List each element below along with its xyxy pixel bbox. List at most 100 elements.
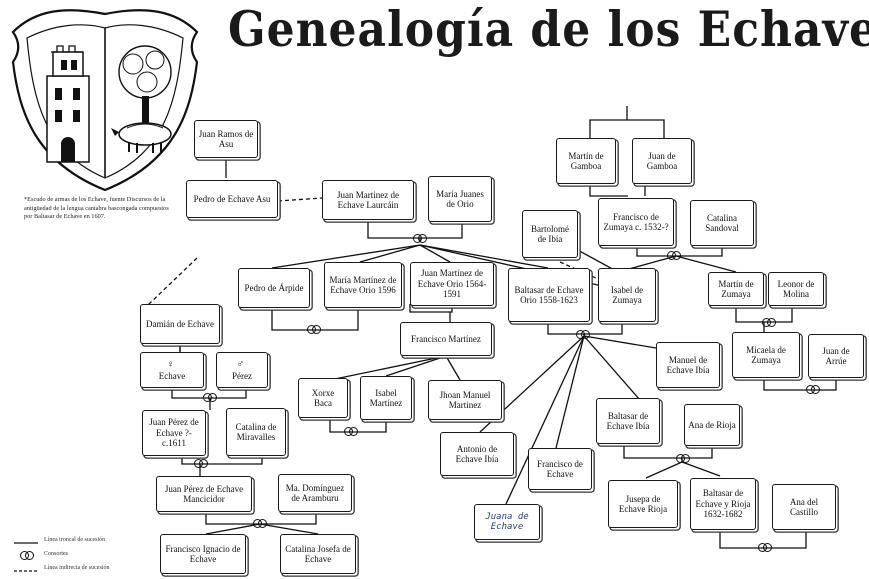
dashed-line-icon (14, 570, 38, 572)
person-echave-female[interactable]: ♀Echave (140, 352, 204, 388)
person-bartolome-de-ibia[interactable]: Bartolomé de Ibía (522, 210, 578, 258)
legend-label: Línea indirecta de sucesión (44, 565, 110, 571)
consorts-symbol-icon (194, 459, 208, 468)
consorts-symbol-icon (413, 234, 427, 243)
person-juan-ramos-de-asu[interactable]: Juan Ramos de Asu (194, 120, 258, 158)
person-juan-martinez-laurcain[interactable]: Juan Martinez de Echave Laurcáin (322, 180, 414, 220)
person-name: Baltasar de Echave Ibía (606, 410, 650, 431)
person-baltasar-de-echave-y-rioja[interactable]: Baltasar de Echave y Rioja 1632-1682 (690, 478, 756, 530)
person-name: Ana de Rioja (688, 419, 736, 430)
legend-label: Línea troncal de sucesión (44, 537, 106, 543)
person-antonio-de-echave-ibia[interactable]: Antonio de Echave Ibía (440, 432, 514, 476)
consorts-symbol-icon (667, 251, 681, 260)
legend-trunk-line: Línea troncal de sucesión (8, 536, 168, 550)
person-ana-del-castillo[interactable]: Ana del Castillo (772, 484, 836, 530)
person-name: María Juanes de Orio (436, 188, 484, 209)
person-francisco-de-echave[interactable]: Francisco de Echave (528, 448, 592, 490)
person-name: Catalina Josefa de Echave (285, 543, 351, 564)
consorts-symbol-icon (307, 325, 321, 334)
person-juan-de-arrue[interactable]: Juan de Arrúe (808, 334, 864, 378)
person-name: Francisco de Zumaya c. 1532-? (603, 211, 669, 232)
person-name: Francisco Ignacio de Echave (165, 543, 241, 564)
legend-consorts: Consortes (8, 550, 168, 564)
person-manuel-de-echave-ibia[interactable]: Manuel de Echave Ibía (656, 342, 720, 388)
person-name: Juan de Gamboa (646, 150, 678, 171)
person-name: Antonio de Echave Ibía (455, 443, 499, 464)
person-juan-de-gamboa[interactable]: Juan de Gamboa (632, 138, 692, 184)
person-juan-perez-mancicidor[interactable]: Juan Pérez de Echave Mancicidor (156, 476, 252, 512)
person-catalina-josefa-de-echave[interactable]: Catalina Josefa de Echave (280, 534, 356, 574)
person-catalina-sandoval[interactable]: Catalina Sandoval (690, 200, 754, 246)
person-damian-de-echave[interactable]: Damián de Echave (140, 304, 220, 344)
person-name: Xorxe Baca (311, 387, 335, 408)
person-name: Ma. Domínguez de Aramburu (285, 482, 345, 503)
person-ana-de-rioja[interactable]: Ana de Rioja (684, 404, 740, 446)
person-name: Manuel de Echave Ibía (666, 354, 710, 375)
coat-of-arms-caption: *Escudo de armas de los Echave, fuente D… (24, 196, 169, 220)
person-name: Baltasar de Echave y Rioja 1632-1682 (695, 488, 751, 520)
person-juan-martinez-orio[interactable]: Juan Martínez de Echave Orio 1564-1591 (410, 262, 494, 306)
person-juan-perez-de-echave[interactable]: Juan Pérez de Echave ?-c.1611 (142, 410, 206, 456)
person-name: Francisco de Echave (537, 458, 583, 479)
person-name: Leonor de Molina (777, 278, 815, 299)
person-maria-juanes-de-orio[interactable]: María Juanes de Orio (428, 176, 492, 222)
person-name: Francisco Martínez (411, 333, 481, 344)
person-ma-dominguez-de-aramburu[interactable]: Ma. Domínguez de Aramburu (278, 474, 352, 512)
person-baltasar-echave-orio[interactable]: Baltasar de Echave Orio 1558-1623 (508, 268, 590, 322)
person-xorxe-baca[interactable]: Xorxe Baca (298, 378, 348, 418)
person-martin-de-zumaya[interactable]: Martín de Zumaya (708, 272, 764, 306)
consorts-symbol-icon (676, 454, 690, 463)
consorts-symbol-icon (20, 551, 34, 560)
person-name: Isabel Martínez (369, 387, 403, 408)
person-name: Juan Martinez de Echave Laurcáin (337, 189, 399, 210)
person-martin-de-gamboa[interactable]: Martín de Gamboa (556, 138, 616, 184)
person-maria-martinez-orio[interactable]: María Martínez de Echave Orio 1596 (324, 262, 402, 308)
male-icon: ♂ (236, 359, 245, 371)
person-name: Juan de Arrúe (822, 345, 850, 366)
consorts-symbol-icon (758, 543, 772, 552)
legend: Línea troncal de sucesión Consortes Líne… (8, 536, 168, 578)
consorts-symbol-icon (344, 427, 358, 436)
person-francisco-de-zumaya[interactable]: Francisco de Zumaya c. 1532-? (598, 198, 674, 246)
person-name: Juana de Echave (485, 511, 529, 532)
coat-of-arms-icon (11, 9, 199, 192)
page-title: Genealogía de los Echave (228, 2, 869, 59)
person-pedro-de-echave-asu[interactable]: Pedro de Echave Asu (186, 180, 278, 218)
person-name: María Martínez de Echave Orio 1596 (329, 274, 397, 295)
person-francisco-martinez[interactable]: Francisco Martínez (400, 322, 492, 356)
person-isabel-martinez[interactable]: Isabel Martínez (360, 376, 412, 420)
person-name: Micaela de Zumaya (746, 344, 786, 365)
person-name: Juan Pérez de Echave Mancicidor (164, 483, 244, 504)
person-name: Juan Pérez de Echave ?-c.1611 (149, 417, 199, 449)
legend-label: Consortes (44, 551, 68, 557)
person-jusepa-de-echave-rioja[interactable]: Jusepa de Echave Rioja (608, 480, 678, 528)
person-leonor-de-molina[interactable]: Leonor de Molina (768, 272, 824, 306)
person-name: Bartolomé de Ibía (531, 223, 569, 244)
person-francisco-ignacio-de-echave[interactable]: Francisco Ignacio de Echave (160, 534, 246, 574)
solid-line-icon (14, 542, 38, 544)
consorts-symbol-icon (203, 393, 217, 402)
person-micaela-de-zumaya[interactable]: Micaela de Zumaya (732, 332, 800, 378)
person-perez-male[interactable]: ♂Pérez (216, 352, 268, 388)
person-baltasar-de-echave-ibia[interactable]: Baltasar de Echave Ibía (596, 398, 660, 444)
person-name: Martín de Gamboa (568, 150, 604, 171)
person-name: Baltasar de Echave Orio 1558-1623 (514, 284, 584, 305)
person-name: Pedro de Echave Asu (193, 193, 271, 204)
person-name: Jusepa de Echave Rioja (618, 493, 668, 514)
person-name: Catalina Sandoval (705, 212, 739, 233)
person-name: Echave (158, 370, 186, 381)
person-name: Juan Ramos de Asu (198, 128, 254, 149)
person-name: Jhoan Manuel Martinez (439, 389, 491, 410)
person-jhoan-manuel-martinez[interactable]: Jhoan Manuel Martinez (428, 380, 502, 420)
legend-indirect-line: Línea indirecta de sucesión (8, 564, 168, 578)
person-name: Martín de Zumaya (718, 278, 754, 299)
person-catalina-de-miravalles[interactable]: Catalina de Miravalles (226, 408, 286, 456)
consorts-symbol-icon (806, 385, 820, 394)
person-pedro-de-arpide[interactable]: Pedro de Árpide (238, 268, 310, 308)
person-name: Isabel de Zumaya (610, 284, 644, 305)
person-juana-de-echave[interactable]: Juana de Echave (474, 504, 540, 540)
consorts-symbol-icon (762, 318, 776, 327)
person-isabel-de-zumaya[interactable]: Isabel de Zumaya (598, 268, 656, 322)
person-name: Catalina de Miravalles (235, 421, 277, 442)
